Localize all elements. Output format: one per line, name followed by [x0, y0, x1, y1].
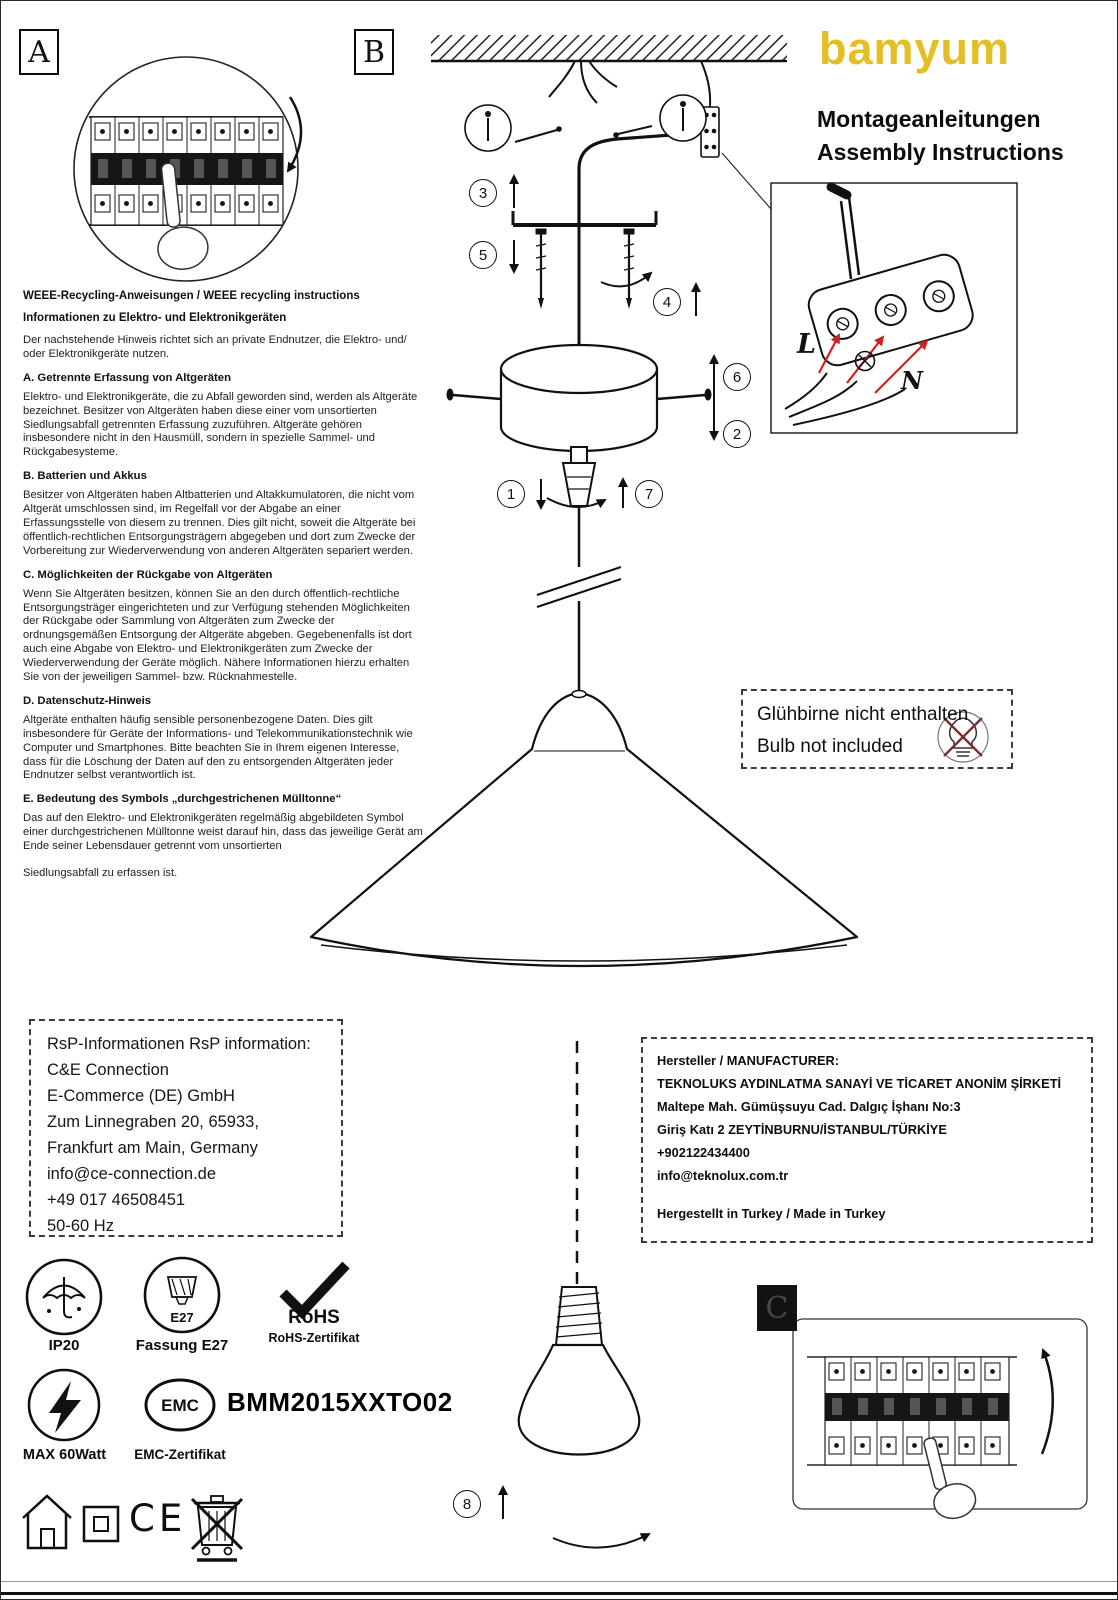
doc-title-de: Montageanleitungen: [817, 106, 1041, 132]
footer-rule-thick: [1, 1592, 1117, 1595]
light-bulb-drawing: [517, 1343, 641, 1456]
weee-section-d-body: Altgeräte enthalten häufig sensible pers…: [23, 713, 413, 782]
weee-bin-icon: [190, 1495, 244, 1562]
step-arrows: [498, 174, 719, 1549]
detail-callouts: [464, 94, 707, 152]
bulb-notice-de: Glühbirne nicht enthalten: [757, 704, 969, 725]
ceiling-hatch: [431, 35, 787, 63]
emc-cert-label: EMC-Zertifikat: [134, 1447, 226, 1462]
pointing-hand-icon: [923, 1437, 977, 1520]
weee-section-c-title: C. Möglichkeiten der Rückgabe von Altger…: [23, 568, 273, 581]
section-label-a: A: [19, 29, 59, 75]
manufacturer-line: info@teknolux.com.tr: [657, 1168, 789, 1184]
bulb-notice-en: Bulb not included: [757, 736, 903, 758]
step-8-marker: 8: [453, 1490, 481, 1518]
weee-section-a-title: A. Getrennte Erfassung von Altgeräten: [23, 371, 231, 384]
pointing-hand-icon: [157, 162, 209, 270]
terminal-n-label: N: [900, 366, 924, 395]
lamp-shade: [309, 689, 859, 968]
strain-relief-cone: [561, 446, 597, 507]
model-number: BMM2015XXTO02: [227, 1387, 453, 1417]
brand-logo: bamyum: [819, 23, 1011, 74]
manufacturer-line: Giriş Katı 2 ZEYTİNBURNU/İSTANBUL/TÜRKİY…: [657, 1122, 947, 1138]
rsp-line: 50-60 Hz: [47, 1217, 114, 1236]
earth-symbol-icon: [854, 350, 876, 372]
breaker-panel-a: [73, 56, 303, 282]
rsp-line: C&E Connection: [47, 1061, 169, 1080]
weee-heading: WEEE-Recycling-Anweisungen / WEEE recycl…: [23, 290, 360, 302]
manufacturer-line: +902122434400: [657, 1145, 750, 1161]
inset-wires: [784, 372, 906, 426]
rohs-check-icon: [279, 1261, 350, 1320]
mounting-bracket: [511, 211, 658, 227]
max-watt-label: MAX 60Watt: [22, 1447, 107, 1463]
e27-socket-icon: E27: [143, 1256, 221, 1334]
umbrella-icon: [25, 1258, 103, 1336]
step-2-marker: 2: [723, 420, 751, 448]
manufacturer-line: Hersteller / MANUFACTURER:: [657, 1053, 840, 1068]
step-7-marker: 7: [635, 480, 663, 508]
weee-section-e-title: E. Bedeutung des Symbols „durchgestriche…: [23, 793, 342, 806]
rohs-label: RoHS: [288, 1307, 340, 1328]
screwdriver-icon: [826, 182, 861, 280]
ce-mark: CE: [129, 1497, 187, 1540]
emc-text: EMC: [161, 1396, 199, 1415]
socket-label: Fassung E27: [135, 1337, 229, 1354]
double-insulation-icon: [82, 1505, 120, 1543]
mounting-screws: [535, 228, 635, 309]
e27-text: E27: [170, 1310, 193, 1325]
section-label-c: C: [757, 1285, 797, 1331]
inset-red-arrows: [818, 333, 929, 394]
breaker-panel-c: [792, 1318, 1088, 1520]
weee-intro: Der nachstehende Hinweis richtet sich an…: [23, 334, 407, 360]
step-5-marker: 5: [469, 241, 497, 269]
weee-section-b-title: B. Batterien und Akkus: [23, 470, 147, 483]
rohs-cert-label: RoHS-Zertifikat: [268, 1331, 360, 1345]
weee-subheading: Informationen zu Elektro- und Elektronik…: [23, 312, 287, 324]
manufacturer-box: Hersteller / MANUFACTURER: TEKNOLUKS AYD…: [641, 1037, 1093, 1243]
rotate-arrow-icon: [1040, 1348, 1054, 1455]
cord-break-marks: [536, 566, 622, 608]
footer-rule-thin: [1, 1581, 1117, 1582]
manufacturer-line: Maltepe Mah. Gümüşsuyu Cad. Dalgıç İşhan…: [657, 1099, 961, 1115]
rsp-line: info@ce-connection.de: [47, 1165, 217, 1184]
doc-title-en: Assembly Instructions: [817, 139, 1064, 166]
ip-rating-label: IP20: [48, 1337, 80, 1354]
lightning-icon: [27, 1368, 101, 1442]
pendant-cord: [536, 506, 622, 695]
canopy: [446, 343, 712, 453]
bulb-not-included-box: Glühbirne nicht enthalten Bulb not inclu…: [741, 689, 1013, 769]
rsp-information-box: RsP-Informationen RsP information: C&E C…: [29, 1019, 343, 1237]
rsp-line: +49 017 46508451: [47, 1191, 186, 1210]
weee-section-a-body: Elektro- und Elektronikgeräte, die zu Ab…: [23, 390, 418, 459]
weee-section-d-title: D. Datenschutz-Hinweis: [23, 694, 152, 707]
wiring-inset: L N: [770, 182, 1018, 434]
step-4-marker: 4: [653, 288, 681, 316]
weee-section-b-body: Besitzer von Altgeräten haben Altbatteri…: [23, 489, 416, 557]
weee-section-e-body: Das auf den Elektro- und Elektronikgerät…: [23, 812, 423, 853]
manufacturer-line: TEKNOLUKS AYDINLATMA SANAYİ VE TİCARET A…: [657, 1076, 1062, 1092]
made-in-line: Hergestellt in Turkey / Made in Turkey: [657, 1206, 886, 1222]
lamp-cap-drawing: [554, 1286, 604, 1346]
emc-oval-icon: EMC: [144, 1378, 216, 1432]
power-wires: [548, 60, 712, 108]
terminal-l-label: L: [796, 329, 816, 360]
bulb-crossed-icon: [937, 711, 989, 763]
rsp-line: RsP-Informationen RsP information:: [47, 1035, 311, 1053]
step-1-marker: 1: [497, 480, 525, 508]
house-icon: [22, 1494, 72, 1550]
doc-title: Montageanleitungen Assembly Instructions: [817, 103, 1064, 170]
step-3-marker: 3: [469, 179, 497, 207]
rsp-line: Frankfurt am Main, Germany: [47, 1139, 258, 1158]
weee-recycling-text: WEEE-Recycling-Anweisungen / WEEE recycl…: [23, 290, 425, 889]
section-label-b: B: [354, 29, 394, 75]
weee-section-c-body: Wenn Sie Altgeräten besitzen, können Sie…: [23, 587, 412, 684]
rsp-line: Zum Linnegraben 20, 65933,: [47, 1113, 259, 1132]
step-6-marker: 6: [723, 363, 751, 391]
rsp-line: E-Commerce (DE) GmbH: [47, 1087, 235, 1106]
weee-outro: Siedlungsabfall zu erfassen ist.: [23, 867, 178, 880]
rotate-arrow-icon: [286, 96, 303, 173]
